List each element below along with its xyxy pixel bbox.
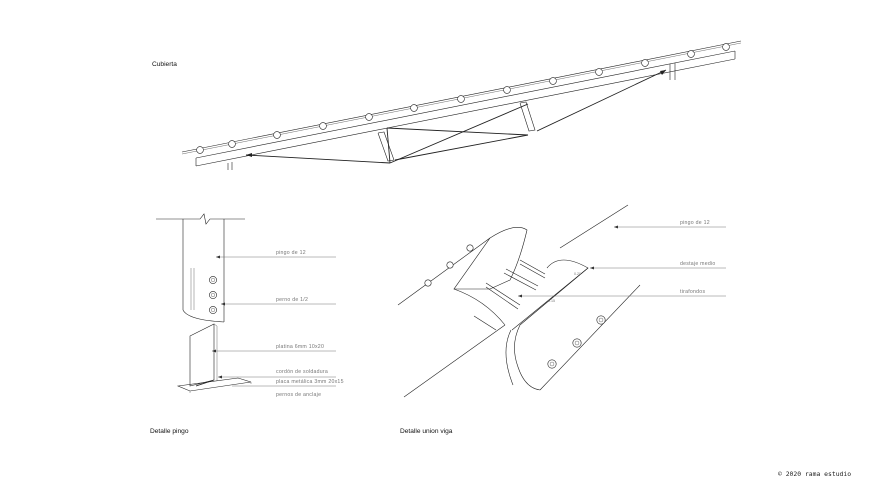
leader-arrow xyxy=(212,349,216,353)
purlin xyxy=(503,86,511,94)
roof-elevation: Cubierta xyxy=(152,40,742,170)
leader-arrow xyxy=(218,375,222,379)
pingo-leaders xyxy=(212,255,336,387)
label-dim-a: 0.15 xyxy=(548,299,555,303)
cable-anchor xyxy=(660,70,666,75)
bolt-nut xyxy=(210,278,215,283)
cable xyxy=(245,154,391,164)
weld-bead xyxy=(195,379,215,387)
label-platina: platina 6mm 10x20 xyxy=(276,344,324,350)
purlin xyxy=(549,77,557,85)
break-line xyxy=(156,213,245,225)
cable xyxy=(389,103,529,164)
roof-posts xyxy=(227,63,676,170)
timber-right-edge xyxy=(539,284,641,391)
timber-left-edge xyxy=(403,324,506,398)
label-placa: placa metálica 3mm 20x15 xyxy=(276,379,344,385)
platina-thickness xyxy=(213,323,218,327)
union-leaders xyxy=(518,225,726,298)
cable-anchor xyxy=(246,153,252,157)
label-pingo: pingo de 12 xyxy=(276,250,306,256)
purlin xyxy=(228,140,236,148)
cable xyxy=(394,134,529,161)
screw xyxy=(485,286,519,310)
screw xyxy=(519,259,546,275)
leader-arrow xyxy=(614,225,618,229)
beam-bottom-chord xyxy=(195,58,736,167)
purlin xyxy=(641,59,649,67)
pingo-bolts xyxy=(209,276,217,314)
cable xyxy=(386,127,391,164)
bolt-nut xyxy=(549,361,555,367)
label-tirafondos: tirafondos xyxy=(680,289,705,295)
bolt-head xyxy=(209,306,217,314)
leader-arrow xyxy=(518,294,522,298)
bolt-head xyxy=(424,279,432,287)
detail-pingo: pingo de 12 perno de 1/2 platina 6mm 10x… xyxy=(150,213,344,435)
screw xyxy=(505,268,539,287)
screw xyxy=(473,315,497,331)
label-perno: perno de 1/2 xyxy=(276,297,308,303)
union-bolts-left xyxy=(424,244,474,287)
bolt-nut xyxy=(210,293,215,298)
cable xyxy=(386,127,529,136)
bolt-nut xyxy=(574,340,580,346)
leader-arrow xyxy=(221,302,225,306)
base-plate xyxy=(176,377,252,392)
purlin xyxy=(365,113,373,121)
beam-top-chord xyxy=(195,50,736,159)
purlin xyxy=(319,122,327,130)
purlin xyxy=(196,146,204,154)
label-pernos-anclaje: pernos de anclaje xyxy=(276,392,321,398)
purlin xyxy=(687,50,695,58)
title-detalle-pingo: Detalle pingo xyxy=(150,428,189,435)
timber-right-cut xyxy=(511,267,589,331)
roof-cables xyxy=(245,69,667,164)
purlin xyxy=(273,131,281,139)
bolt-nut xyxy=(210,308,215,313)
pingo-bottom xyxy=(182,309,225,323)
label-destaje: destaje medio xyxy=(680,261,716,267)
timber-right-edge xyxy=(559,204,629,249)
timber-left-cut xyxy=(453,288,506,326)
leader-arrow xyxy=(590,266,594,270)
label-dim-b: 0.20 xyxy=(574,272,581,276)
label-cordon: cordón de soldadura xyxy=(276,369,328,375)
title-cubierta: Cubierta xyxy=(152,61,177,68)
roof-purlins xyxy=(196,43,730,154)
timber-left-end xyxy=(453,227,528,290)
cable xyxy=(536,69,667,132)
screw xyxy=(519,263,546,279)
screw xyxy=(485,282,521,306)
timber-left-edge xyxy=(397,237,491,306)
title-detalle-union: Detalle union viga xyxy=(400,428,453,435)
bolt-head xyxy=(547,359,557,369)
bolt-head xyxy=(209,291,217,299)
leader-arrow xyxy=(216,255,220,259)
screw xyxy=(503,272,537,291)
bolt-nut xyxy=(598,317,604,323)
detail-union-viga: pingo de 12 destaje medio tirafondos 0.1… xyxy=(397,204,726,435)
purlin xyxy=(595,68,603,76)
union-bolts-right xyxy=(547,315,606,369)
timber-right-end xyxy=(514,259,589,391)
post-left xyxy=(377,131,395,162)
bolt-head xyxy=(209,276,217,284)
bolt-head xyxy=(596,315,606,325)
post-right xyxy=(519,101,536,132)
purlin xyxy=(722,43,730,51)
purlin xyxy=(457,95,465,103)
timber-right-curve xyxy=(505,329,514,386)
bolt-head xyxy=(466,244,474,252)
label-pingo-union: pingo de 12 xyxy=(680,220,710,226)
purlin xyxy=(410,104,418,112)
copyright: © 2020 rama estudio xyxy=(778,470,851,478)
platina-plate xyxy=(189,323,215,387)
bolt-head xyxy=(446,261,454,269)
bolt-head xyxy=(572,338,582,348)
